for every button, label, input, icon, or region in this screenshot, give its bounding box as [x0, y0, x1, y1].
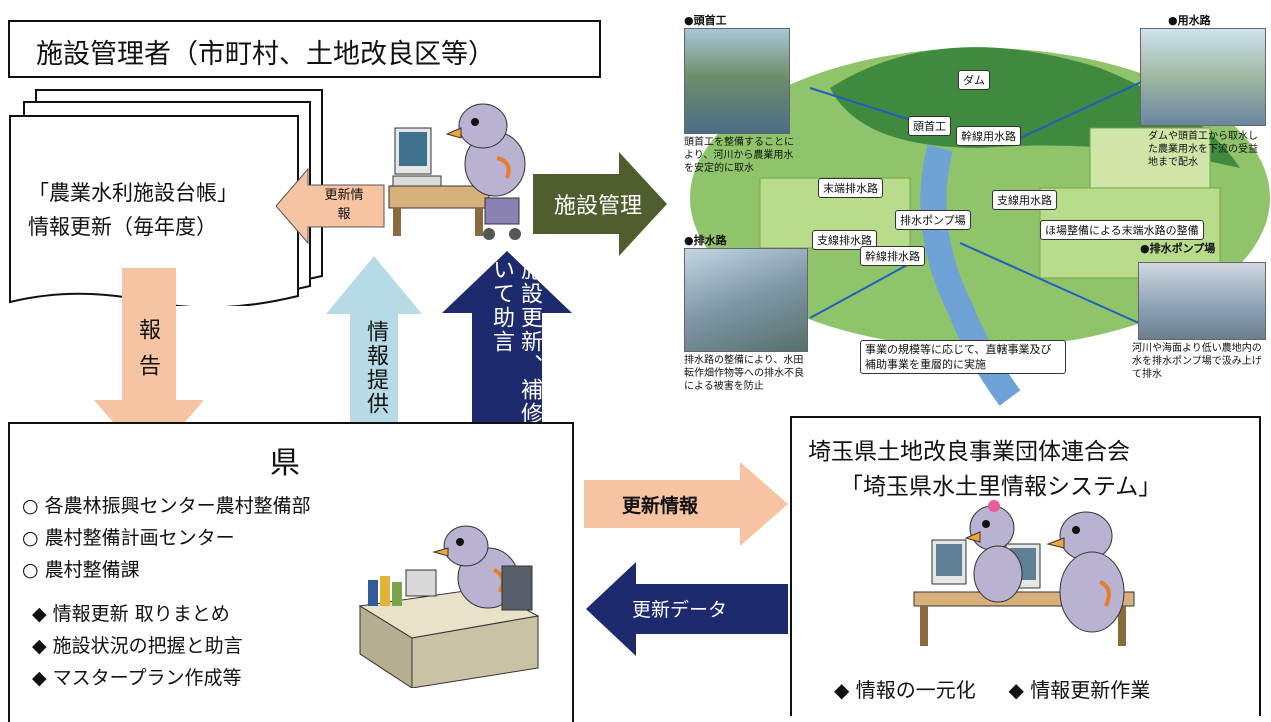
report-arrow: [94, 268, 204, 464]
headworks-photo: [684, 28, 790, 134]
federation-birds-at-computers: [913, 500, 1135, 646]
diamond-bullet-icon: ◆: [834, 678, 850, 702]
pump-station-label: 排水ポンプ場: [895, 210, 971, 230]
terminal-drain-label: 末端排水路: [818, 178, 883, 198]
diamond-bullet-icon: ◆: [1008, 678, 1024, 702]
facility-management-label: 施設管理: [554, 194, 643, 219]
prefecture-duty-list: ◆ 情報更新 取りまとめ ◆ 施設状況の把握と助言 ◆ マスタープラン作成等: [32, 598, 243, 694]
dam-label: ダム: [958, 70, 990, 90]
info-provide-arrow: [326, 256, 422, 462]
pump-title: ●排水ポンプ場: [1140, 242, 1216, 255]
update-info-small-arrow: [276, 167, 385, 245]
pump-photo: [1138, 262, 1266, 340]
list-item: ○ 各農林振興センター農村整備部: [22, 495, 311, 517]
branch-canal-label: 支線用水路: [992, 190, 1057, 210]
federation-system-name: 「埼玉県水土里情報システム」: [840, 474, 1162, 500]
update-info-label: 更新情報: [622, 495, 699, 517]
update-data-arrow: [586, 562, 788, 656]
headworks-label: 頭首工: [908, 116, 951, 136]
diamond-bullet-icon: ◆: [32, 635, 47, 657]
list-item: ○ 農村整備計画センター: [22, 527, 235, 549]
ledger-subtitle: 情報更新（毎年度）: [28, 215, 217, 239]
list-item: ◆ 情報更新 取りまとめ: [32, 603, 230, 625]
drain-title: ●排水路: [684, 234, 727, 247]
manager-title: 施設管理者（市町村、土地改良区等）: [36, 39, 495, 70]
pump-caption: 河川や海面より低い農地内の水を排水ポンプ場で汲み上げて排水: [1132, 343, 1262, 380]
drain-photo: [684, 248, 808, 352]
canal-title: ●用水路: [1168, 14, 1211, 27]
update-info-arrow: [584, 462, 788, 546]
canal-photo: [1140, 28, 1266, 126]
facility-management-arrow: [533, 152, 667, 256]
headworks-caption: 頭首工を整備することにより、河川から農業用水を安定的に取水: [684, 137, 794, 174]
manager-title-box: 施設管理者（市町村、土地改良区等）: [8, 20, 601, 78]
list-item: ◆ マスタープラン作成等: [32, 667, 242, 689]
drain-caption: 排水路の整備により、水田転作畑作物等への排水不良による被害を防止: [684, 355, 804, 392]
ledger-documents: [9, 89, 323, 306]
branch-drain-label: 支線排水路: [812, 230, 877, 250]
report-label: 報告: [135, 318, 160, 390]
manager-bird-at-computer: [388, 103, 526, 240]
headworks-title: ●頭首工: [684, 14, 727, 27]
list-item: ○ 農村整備課: [22, 559, 140, 581]
diamond-bullet-icon: ◆: [32, 603, 47, 625]
field-improvement-label: ほ場整備による末端水路の整備: [1040, 220, 1204, 240]
update-info-small-label: 更新情報: [324, 188, 364, 222]
federation-duties: ◆ 情報の一元化 ◆ 情報更新作業: [834, 678, 1151, 702]
update-data-label: 更新データ: [632, 599, 728, 621]
prefecture-bird-at-desk: [358, 525, 540, 688]
prefecture-office-list: ○ 各農林振興センター農村整備部 ○ 農村整備計画センター ○ 農村整備課: [22, 490, 311, 586]
ledger-title: 「農業水利施設台帳」: [28, 181, 238, 205]
canal-caption: ダムや頭首工から取水した農業用水を下流の受益地まで配水: [1148, 131, 1258, 168]
main-drain-label: 幹線排水路: [860, 246, 925, 266]
main-canal-label: 幹線用水路: [956, 126, 1021, 146]
project-note: 事業の規模等に応じて、直轄事業及び補助事業を重層的に実施: [860, 340, 1066, 374]
info-provide-label: 情報提供: [363, 320, 388, 416]
list-item: ◆ 施設状況の把握と助言: [32, 635, 243, 657]
prefecture-title: 県: [270, 446, 300, 481]
diamond-bullet-icon: ◆: [32, 667, 47, 689]
federation-title: 埼玉県土地改良事業団体連合会: [808, 439, 1130, 465]
